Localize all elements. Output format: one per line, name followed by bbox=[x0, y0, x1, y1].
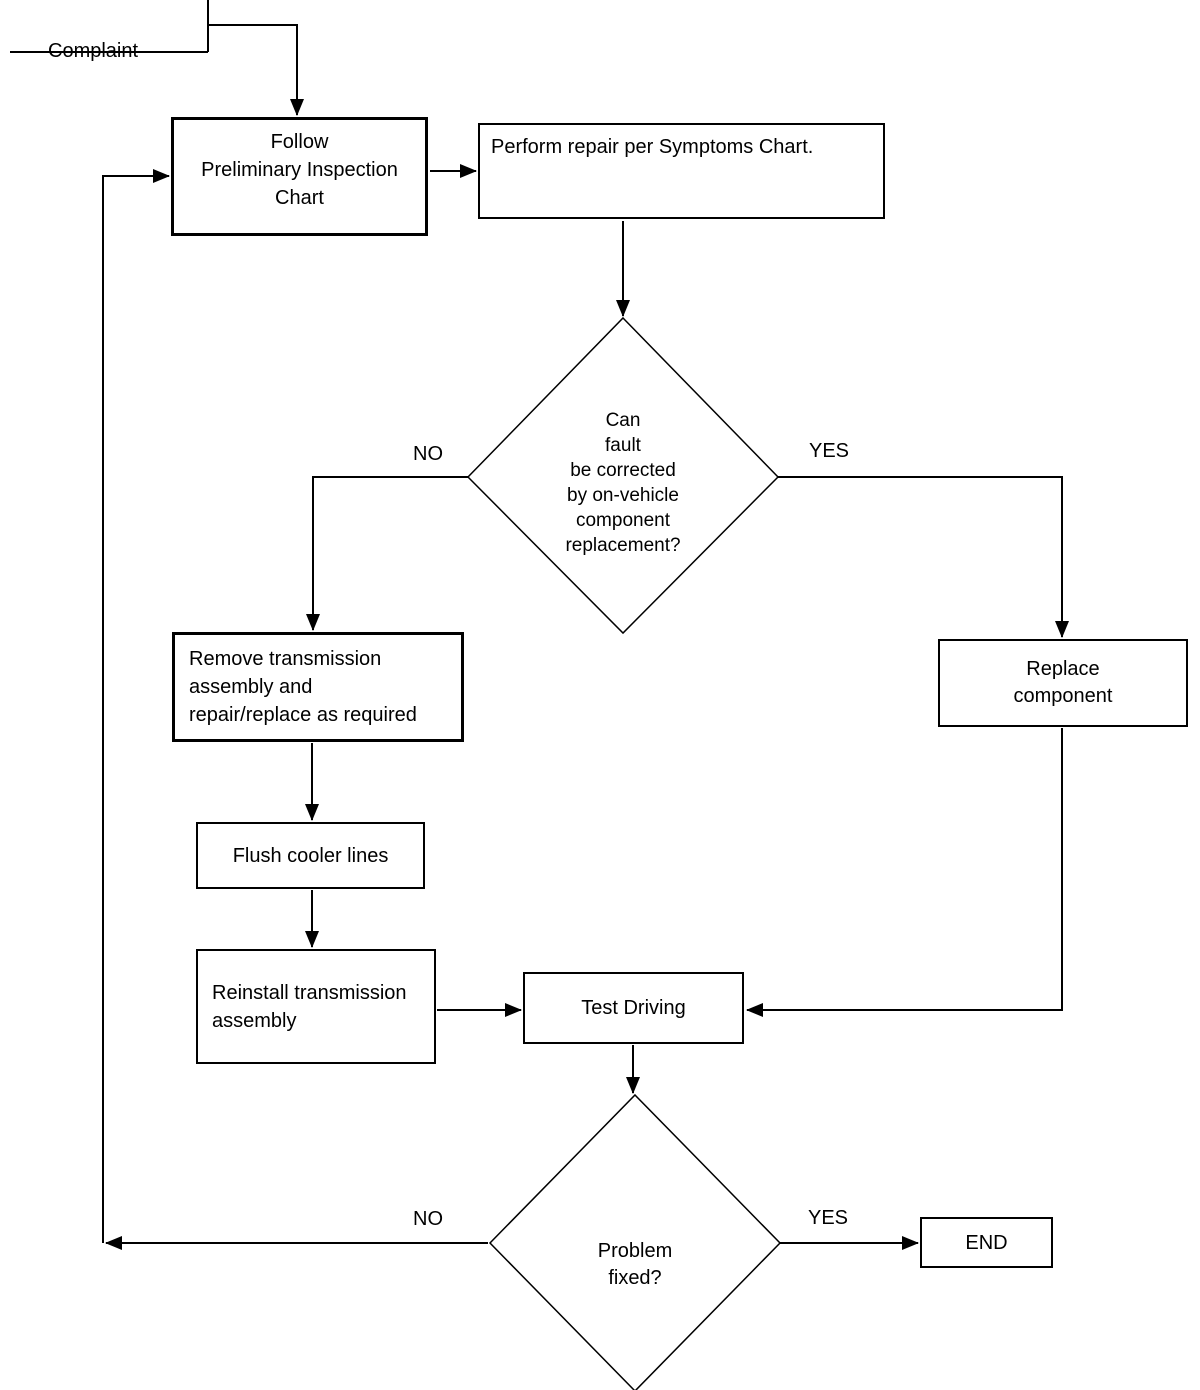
edge-label-fixed-no: NO bbox=[413, 1208, 443, 1230]
edge-replace-to-test bbox=[746, 728, 1063, 1017]
node-complaint: Complaint bbox=[48, 11, 138, 65]
problem-fixed-diamond-shape bbox=[488, 1093, 782, 1390]
node-remove-label: Remove transmission assembly and repair/… bbox=[189, 648, 417, 726]
decision-fault-correctable: Can fault be corrected by on-vehicle com… bbox=[498, 383, 748, 558]
node-follow-label: Follow Preliminary Inspection Chart bbox=[201, 131, 398, 209]
decision-problem-fixed: Problem fixed? bbox=[535, 1211, 735, 1292]
node-replace-label: Replace component bbox=[1013, 658, 1113, 707]
node-end-label: END bbox=[965, 1231, 1008, 1254]
node-flush-cooler-lines: Flush cooler lines bbox=[196, 822, 425, 889]
decision-problem-label: Problem fixed? bbox=[597, 1240, 673, 1289]
edge-loopback-to-follow bbox=[102, 169, 170, 1243]
node-complaint-label: Complaint bbox=[48, 40, 139, 62]
decision-fault-label: Can fault be corrected by on-vehicle com… bbox=[565, 410, 681, 556]
node-reinstall-label: Reinstall transmission assembly bbox=[212, 981, 407, 1032]
node-end: END bbox=[920, 1217, 1053, 1268]
edge-label-fixed-yes: YES bbox=[807, 1207, 849, 1229]
node-perform-label: Perform repair per Symptoms Chart. bbox=[491, 136, 814, 158]
node-replace-component: Replace component bbox=[938, 639, 1188, 727]
node-perform-repair: Perform repair per Symptoms Chart. bbox=[478, 123, 885, 219]
edge-fault-no-to-remove bbox=[306, 476, 468, 631]
node-follow-preliminary-inspection-chart: Follow Preliminary Inspection Chart bbox=[171, 117, 428, 236]
node-reinstall-transmission: Reinstall transmission assembly bbox=[196, 949, 436, 1064]
node-test-label: Test Driving bbox=[581, 997, 686, 1019]
node-remove-transmission: Remove transmission assembly and repair/… bbox=[172, 632, 464, 742]
node-test-driving: Test Driving bbox=[523, 972, 744, 1044]
fault-decision-diamond-shape bbox=[466, 316, 780, 635]
edge-label-fault-no: NO bbox=[413, 443, 443, 465]
edge-fault-yes-to-replace bbox=[778, 476, 1069, 638]
edge-complaint-to-follow bbox=[208, 24, 304, 116]
edge-label-fault-yes: YES bbox=[808, 440, 850, 462]
node-flush-label: Flush cooler lines bbox=[232, 844, 389, 867]
